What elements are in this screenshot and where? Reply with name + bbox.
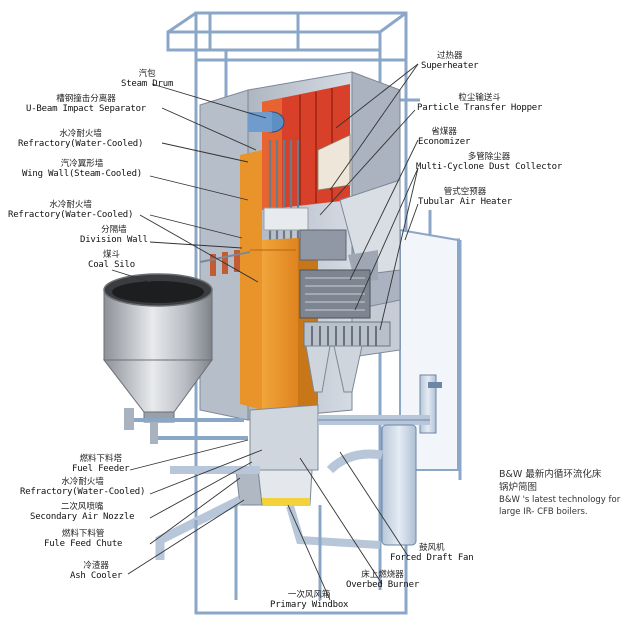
label-refractory-2: 水冷耐火墙 Refractory(Water-Cooled) bbox=[8, 201, 133, 220]
superheater-en: Superheater bbox=[421, 60, 479, 71]
label-coal-silo: 煤斗 Coal Silo bbox=[88, 251, 135, 270]
fuel-feeder-en: Fuel Feeder bbox=[72, 463, 130, 474]
label-forced-fan: 鼓风机 Forced Draft Fan bbox=[390, 544, 474, 563]
label-ash-cooler: 冷渣器 Ash Cooler bbox=[70, 562, 122, 581]
primary-windbox-zh: 一次风风箱 bbox=[287, 590, 331, 600]
label-u-beam: 槽钢撞击分离器 U-Beam Impact Separator bbox=[26, 95, 146, 114]
u-beam-en: U-Beam Impact Separator bbox=[26, 103, 147, 114]
fuel-chute-en: Fule Feed Chute bbox=[44, 538, 123, 549]
coal-silo-zh: 煤斗 bbox=[102, 250, 120, 260]
lower-furnace bbox=[235, 404, 319, 506]
u-beam-zh: 槽钢撞击分离器 bbox=[56, 94, 116, 104]
ash-cooler-zh: 冷渣器 bbox=[83, 561, 109, 571]
economizer-zh: 省煤器 bbox=[431, 127, 457, 137]
economizer-en: Economizer bbox=[418, 136, 471, 147]
caption-note: B&W 最新内循环流化床 锅炉简图 B&W 's latest technolo… bbox=[499, 468, 620, 518]
leader-lines bbox=[111, 63, 419, 601]
overbed-burner-zh: 床上燃烧器 bbox=[361, 570, 404, 580]
wing-wall bbox=[263, 207, 347, 261]
label-wing-wall: 汽冷翼形墙 Wing Wall(Steam-Cooled) bbox=[22, 160, 142, 179]
refractory-1-zh: 水冷耐火墙 bbox=[59, 129, 102, 139]
steam-drum-en: Steam Drum bbox=[121, 78, 174, 89]
overbed-burner-en: Overbed Burner bbox=[346, 579, 420, 590]
secondary-air-zh: 二次风喷嘴 bbox=[60, 502, 104, 512]
caption-en-line-2: large IR- CFB boilers. bbox=[499, 507, 588, 517]
caption-en-line-1: B&W 's latest technology for bbox=[499, 495, 621, 505]
label-dust-collector: 多管除尘器 Multi-Cyclone Dust Collector bbox=[416, 153, 562, 172]
fuel-chute-zh: 燃料下料管 bbox=[61, 529, 105, 539]
label-refractory-3: 水冷耐火墙 Refractory(Water-Cooled) bbox=[20, 478, 145, 497]
particle-hopper-zh: 粒尘输送斗 bbox=[458, 93, 501, 103]
superheater-zh: 过热器 bbox=[436, 51, 463, 61]
coal-silo-en: Coal Silo bbox=[88, 259, 135, 270]
superheater-section bbox=[262, 84, 351, 210]
label-fuel-chute: 燃料下料管 Fule Feed Chute bbox=[44, 530, 122, 549]
refractory-3-zh: 水冷耐火墙 bbox=[61, 477, 104, 487]
label-economizer: 省煤器 Economizer bbox=[418, 128, 470, 147]
coal-silo bbox=[102, 273, 248, 444]
refractory-2-zh: 水冷耐火墙 bbox=[49, 200, 92, 210]
forced-fan-en: Forced Draft Fan bbox=[390, 552, 474, 563]
secondary-air-en: Secondary Air Nozzle bbox=[30, 511, 135, 522]
refractory-1-en: Refractory(Water-Cooled) bbox=[18, 138, 144, 149]
label-overbed-burner: 床上燃烧器 Overbed Burner bbox=[346, 571, 419, 590]
steam-drum bbox=[248, 111, 285, 133]
label-fuel-feeder: 燃料下料塔 Fuel Feeder bbox=[72, 454, 130, 474]
wing-wall-zh: 汽冷翼形墙 bbox=[60, 159, 104, 169]
air-heater-zh: 管式空预器 bbox=[443, 187, 487, 197]
fuel-feeder-zh: 燃料下料塔 bbox=[79, 454, 122, 464]
dust-collector-zh: 多管除尘器 bbox=[467, 152, 511, 162]
refractory-2-en: Refractory(Water-Cooled) bbox=[8, 209, 134, 220]
label-refractory-1: 水冷耐火墙 Refractory(Water-Cooled) bbox=[18, 130, 143, 149]
steam-drum-zh: 汽包 bbox=[138, 69, 156, 79]
dust-collector bbox=[303, 321, 391, 393]
wing-wall-en: Wing Wall(Steam-Cooled) bbox=[22, 168, 143, 179]
label-steam-drum: 汽包 Steam Drum bbox=[121, 70, 173, 89]
label-particle-hopper: 粒尘输送斗 Particle Transfer Hopper bbox=[417, 94, 542, 113]
division-wall-zh: 分隔墙 bbox=[101, 225, 127, 235]
primary-windbox-en: Primary Windbox bbox=[270, 599, 349, 610]
label-superheater: 过热器 Superheater bbox=[421, 51, 479, 71]
air-ducts bbox=[155, 374, 442, 610]
label-air-heater: 管式空预器 Tubular Air Heater bbox=[418, 188, 512, 207]
air-heater-en: Tubular Air Heater bbox=[418, 196, 512, 207]
particle-hopper-en: Particle Transfer Hopper bbox=[417, 102, 543, 113]
division-wall-en: Division Wall bbox=[80, 234, 148, 245]
dust-collector-en: Multi-Cyclone Dust Collector bbox=[416, 161, 563, 172]
economizer bbox=[299, 269, 371, 319]
caption-zh-line-2: 锅炉简图 bbox=[499, 482, 538, 493]
label-primary-windbox: 一次风风箱 Primary Windbox bbox=[270, 591, 348, 610]
caption-zh-line-1: B&W 最新内循环流化床 bbox=[499, 469, 602, 480]
ash-cooler-en: Ash Cooler bbox=[70, 570, 123, 581]
forced-fan-zh: 鼓风机 bbox=[418, 543, 445, 553]
label-division-wall: 分隔墙 Division Wall bbox=[80, 226, 148, 245]
refractory-3-en: Refractory(Water-Cooled) bbox=[20, 486, 146, 497]
label-secondary-air: 二次风喷嘴 Secondary Air Nozzle bbox=[30, 502, 135, 522]
